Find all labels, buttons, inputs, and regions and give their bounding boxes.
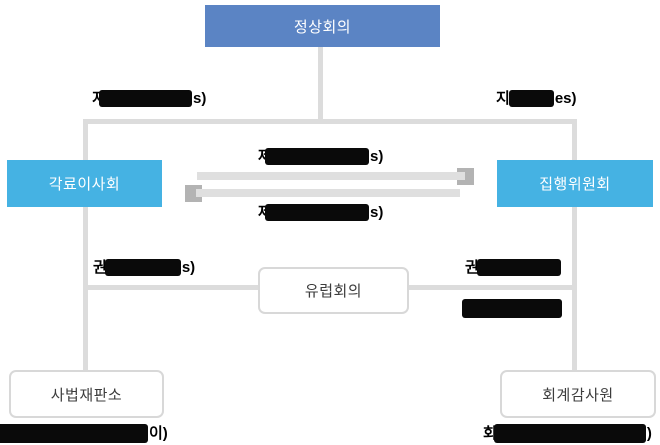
edge-label-mid-top: 제 s) bbox=[258, 148, 383, 165]
edge-label-mid-top-prefix: 제 bbox=[258, 149, 267, 164]
edge-label-bottom-right: 회 ) bbox=[483, 424, 652, 443]
edge-label-mid-bottom: 제 s) bbox=[258, 204, 383, 221]
node-executive-committee: 집행위원회 bbox=[497, 160, 653, 207]
redaction-bar bbox=[265, 204, 369, 221]
node-summit-meeting: 정상회의 bbox=[205, 5, 440, 47]
edge-label-left-mid-prefix: 권 bbox=[93, 259, 107, 276]
node-court-auditors-label: 회계감사원 bbox=[542, 386, 614, 404]
arrow-left-shaft bbox=[196, 189, 460, 197]
edge-label-mid-top-suffix: s) bbox=[370, 148, 384, 165]
arrow-right-shaft bbox=[197, 172, 465, 180]
redaction-bar bbox=[0, 424, 148, 443]
redaction-bar bbox=[493, 424, 646, 443]
edge-label-right-mid-line2 bbox=[462, 299, 562, 318]
edge-label-right-mid-prefix: 권 bbox=[465, 259, 479, 276]
redaction-bar bbox=[104, 259, 181, 276]
connector-right-vertical-upper bbox=[572, 119, 577, 161]
node-assembly-label: 유럽회의 bbox=[304, 283, 363, 300]
connector-left-vertical-upper bbox=[83, 119, 88, 161]
edge-label-bottom-right-suffix: ) bbox=[646, 425, 652, 442]
connector-horizontal-main bbox=[83, 119, 577, 124]
node-court-of-justice: 사법재판소 bbox=[9, 370, 164, 418]
node-court-of-auditors: 회계감사원 bbox=[500, 370, 656, 418]
redaction-bar bbox=[476, 259, 561, 276]
connector-mid-right bbox=[404, 285, 577, 290]
edge-label-top-left-prefix: 지 bbox=[92, 91, 101, 106]
edge-label-bottom-right-prefix: 회 bbox=[483, 425, 497, 442]
edge-label-top-right-suffix: es) bbox=[554, 90, 577, 107]
edge-label-mid-bottom-prefix: 제 bbox=[258, 205, 267, 220]
edge-label-bottom-left: 이) bbox=[0, 424, 168, 443]
node-council-of-ministers: 각료이사회 bbox=[7, 160, 162, 207]
node-european-assembly: 유럽회의 bbox=[258, 267, 409, 314]
edge-label-top-right: 지 es) bbox=[496, 90, 577, 107]
edge-label-bottom-left-suffix: 이) bbox=[149, 425, 168, 442]
node-summit-label: 정상회의 bbox=[293, 18, 352, 36]
edge-label-mid-bottom-suffix: s) bbox=[370, 204, 384, 221]
edge-label-top-left-suffix: s) bbox=[193, 90, 207, 107]
edge-label-left-mid: 권 s) bbox=[93, 259, 195, 276]
node-commission-label: 집행위원회 bbox=[539, 176, 611, 193]
redaction-bar bbox=[265, 148, 369, 165]
edge-label-right-mid-line1: 권 bbox=[465, 259, 561, 276]
redaction-bar bbox=[99, 90, 192, 107]
edge-label-top-right-prefix: 지 bbox=[496, 90, 510, 107]
node-council-label: 각료이사회 bbox=[48, 176, 121, 193]
edge-label-top-left: 지 s) bbox=[92, 90, 206, 107]
connector-summit-vertical bbox=[318, 47, 323, 121]
connector-mid-left bbox=[83, 285, 260, 290]
redaction-bar bbox=[462, 299, 562, 318]
node-court-justice-label: 사법재판소 bbox=[50, 386, 123, 404]
edge-label-left-mid-suffix: s) bbox=[181, 259, 196, 276]
redaction-bar bbox=[508, 90, 554, 107]
